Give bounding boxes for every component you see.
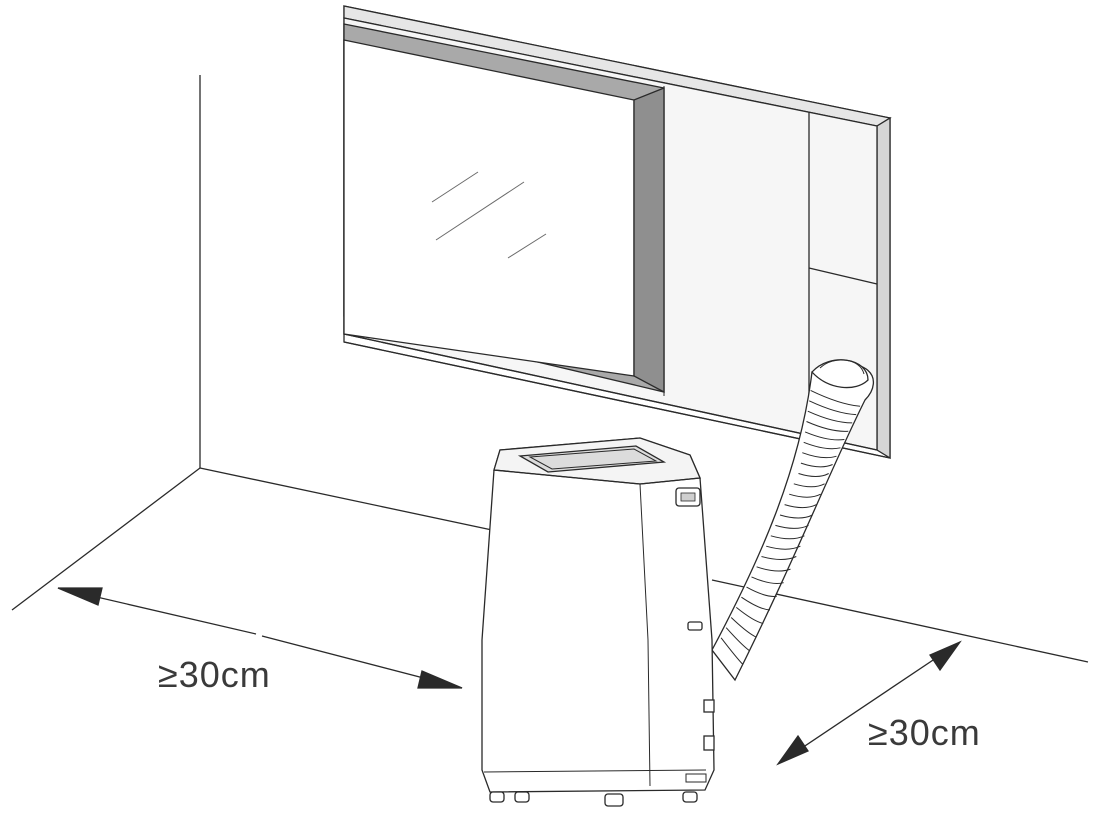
top-control-panel [517, 445, 667, 473]
clearance-arrow-left [57, 587, 463, 689]
window [343, 5, 892, 460]
arrow-right-head-start [929, 640, 962, 672]
hose-adapter-rim [819, 359, 865, 375]
base-line [483, 769, 707, 773]
glare-line-1 [431, 171, 479, 203]
portable-air-conditioner [481, 437, 715, 807]
floor-left-line [11, 467, 201, 611]
window-panel-divider [808, 267, 878, 285]
wheel-front-left [489, 791, 505, 803]
arrow-left-head-end [417, 670, 463, 689]
side-handle-grip [680, 492, 696, 502]
base-vent [685, 773, 707, 783]
arrow-right-head-end [776, 734, 809, 766]
clearance-arrow-right [776, 640, 962, 766]
top-panel-inner [528, 448, 658, 470]
sash-frame-side [633, 87, 665, 394]
window-sill-line [343, 333, 878, 451]
right-clearance-label: ≥30cm [868, 712, 981, 753]
hose-ribs [720, 389, 861, 665]
floor-back-line [199, 467, 493, 531]
glass-glare [431, 171, 547, 259]
left-clearance-label: ≥30cm [158, 654, 271, 695]
body-side-edge [639, 483, 651, 787]
exhaust-hose [711, 359, 874, 682]
wheel-rear-right [682, 791, 698, 803]
glass-pane [343, 39, 635, 377]
wheel-front-left-2 [514, 791, 530, 803]
glare-line-2 [435, 181, 525, 241]
caster-wheels [489, 791, 698, 807]
arrow-right-shaft [777, 641, 961, 765]
glare-line-3 [507, 233, 547, 259]
wheel-front-right [604, 793, 624, 807]
side-vent-slot [687, 621, 703, 631]
window-right-trim [876, 116, 891, 460]
hose-body [711, 363, 874, 682]
side-drain-port-2 [703, 735, 715, 751]
arrow-left-head-start [57, 587, 103, 606]
side-drain-port-1 [703, 699, 715, 713]
